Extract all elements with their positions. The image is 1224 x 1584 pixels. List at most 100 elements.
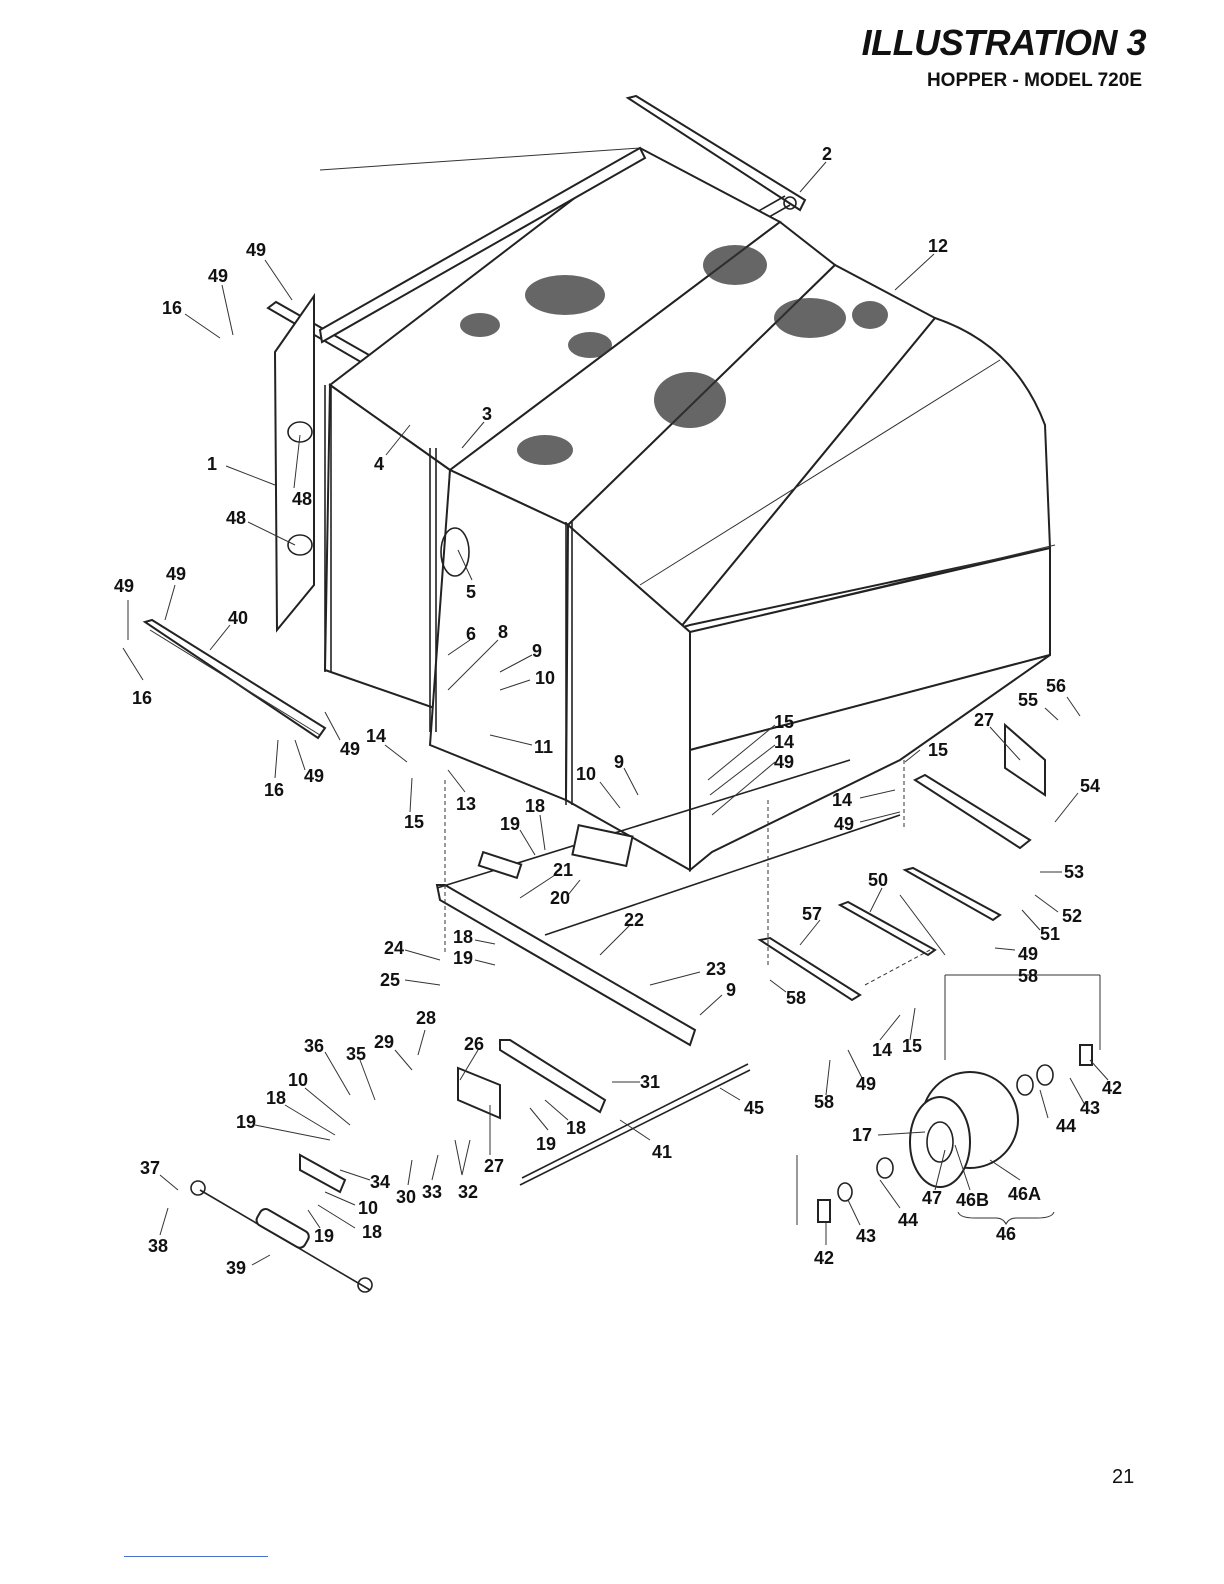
callout-16: 16 (162, 298, 182, 318)
callout-15: 15 (774, 712, 794, 732)
callout-49: 49 (114, 576, 134, 596)
callout-44: 44 (1056, 1116, 1076, 1136)
callout-20: 20 (550, 888, 570, 908)
callout-18: 18 (525, 796, 545, 816)
callout-17: 17 (852, 1125, 872, 1145)
callout-18: 18 (266, 1088, 286, 1108)
callout-18: 18 (362, 1222, 382, 1242)
callout-9: 9 (614, 752, 624, 772)
callout-10: 10 (358, 1198, 378, 1218)
callout-24: 24 (384, 938, 404, 958)
callout-23: 23 (706, 959, 726, 979)
callout-49: 49 (304, 766, 324, 786)
callout-49: 49 (340, 739, 360, 759)
callout-19: 19 (314, 1226, 334, 1246)
callout-14: 14 (832, 790, 852, 810)
callout-26: 26 (464, 1034, 484, 1054)
callout-30: 30 (396, 1187, 416, 1207)
callout-54: 54 (1080, 776, 1100, 796)
callout-49: 49 (774, 752, 794, 772)
callout-52: 52 (1062, 906, 1082, 926)
callout-34: 34 (370, 1172, 390, 1192)
callout-49: 49 (208, 266, 228, 286)
callout-48: 48 (292, 489, 312, 509)
callout-49: 49 (166, 564, 186, 584)
callout-58: 58 (1018, 966, 1038, 986)
callout-3: 3 (482, 404, 492, 424)
callout-19: 19 (236, 1112, 256, 1132)
illustration-title: ILLUSTRATION 3 (861, 22, 1147, 63)
callout-53: 53 (1064, 862, 1084, 882)
callout-25: 25 (380, 970, 400, 990)
callout-leaders (122, 161, 1109, 1266)
callout-50: 50 (868, 870, 888, 890)
callout-39: 39 (226, 1258, 246, 1278)
callout-18: 18 (566, 1118, 586, 1138)
callout-16: 16 (264, 780, 284, 800)
callout-42: 42 (814, 1248, 834, 1268)
callout-10: 10 (288, 1070, 308, 1090)
callout-58: 58 (814, 1092, 834, 1112)
callout-29: 29 (374, 1032, 394, 1052)
page-number: 21 (1112, 1466, 1135, 1488)
callout-19: 19 (453, 948, 473, 968)
footer-rule (124, 1556, 268, 1557)
callout-43: 43 (1080, 1098, 1100, 1118)
callout-44: 44 (898, 1210, 918, 1230)
callout-6: 6 (466, 624, 476, 644)
wheel-part (817, 1044, 1093, 1223)
callout-42: 42 (1102, 1078, 1122, 1098)
callout-45: 45 (744, 1098, 764, 1118)
callout-15: 15 (902, 1036, 922, 1056)
callout-27: 27 (484, 1156, 504, 1176)
callout-4: 4 (374, 454, 384, 474)
callout-51: 51 (1040, 924, 1060, 944)
callout-49: 49 (856, 1074, 876, 1094)
callout-19: 19 (500, 814, 520, 834)
callout-38: 38 (148, 1236, 168, 1256)
callout-31: 31 (640, 1072, 660, 1092)
callout-57: 57 (802, 904, 822, 924)
callout-33: 33 (422, 1182, 442, 1202)
callout-1: 1 (207, 454, 217, 474)
callout-10: 10 (576, 764, 596, 784)
callout-14: 14 (774, 732, 794, 752)
callout-49: 49 (246, 240, 266, 260)
callout-41: 41 (652, 1142, 672, 1162)
callout-19: 19 (536, 1134, 556, 1154)
callout-40: 40 (228, 608, 248, 628)
callout-22: 22 (624, 910, 644, 930)
callout-49: 49 (1018, 944, 1038, 964)
callout-2: 2 (822, 144, 832, 164)
callout-55: 55 (1018, 690, 1038, 710)
callout-58: 58 (786, 988, 806, 1008)
assembly-guide-lines (444, 760, 1101, 1225)
callout-49: 49 (834, 814, 854, 834)
callout-12: 12 (928, 236, 948, 256)
callout-36: 36 (304, 1036, 324, 1056)
callout-32: 32 (458, 1182, 478, 1202)
callout-46B: 46B (956, 1190, 989, 1210)
side-window-part (273, 146, 647, 633)
callout-14: 14 (366, 726, 386, 746)
callout-13: 13 (456, 794, 476, 814)
callout-15: 15 (928, 740, 948, 760)
lower-bar-part (142, 618, 327, 740)
frame-assembly-part (190, 722, 1046, 1293)
callout-11: 11 (534, 737, 553, 757)
callout-18: 18 (453, 927, 473, 947)
callout-9: 9 (726, 980, 736, 1000)
callout-27: 27 (974, 710, 994, 730)
callout-8: 8 (498, 622, 508, 642)
callout-43: 43 (856, 1226, 876, 1246)
callout-9: 9 (532, 641, 542, 661)
callout-15: 15 (404, 812, 424, 832)
illustration-subtitle: HOPPER - MODEL 720E (926, 70, 1142, 91)
callout-labels: 2 12 49 49 16 3 4 1 48 48 5 49 49 40 16 … (114, 144, 1122, 1278)
callout-28: 28 (416, 1008, 436, 1028)
callout-48: 48 (226, 508, 246, 528)
callout-5: 5 (466, 582, 476, 602)
callout-35: 35 (346, 1044, 366, 1064)
callout-37: 37 (140, 1158, 160, 1178)
